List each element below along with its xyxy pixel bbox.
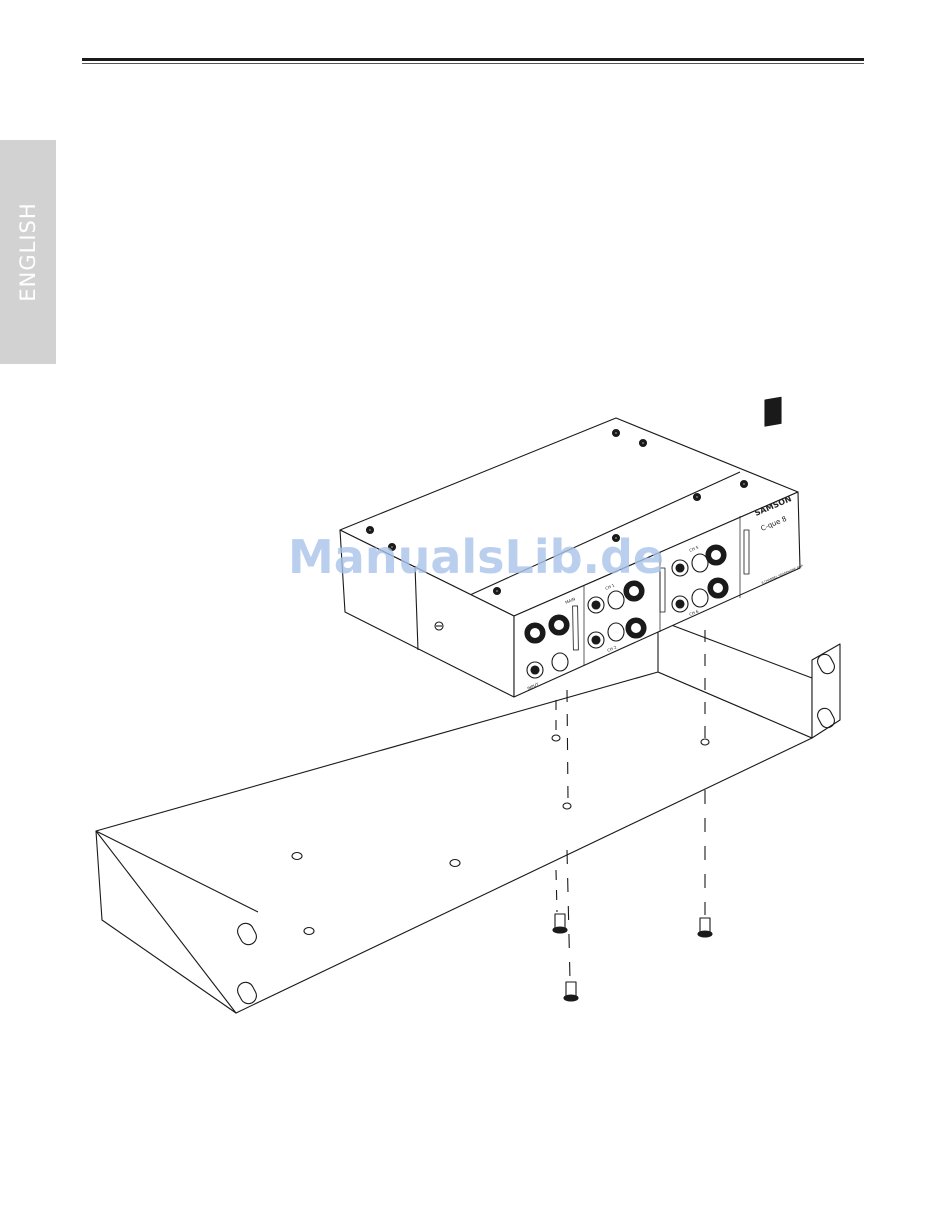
screw-icon xyxy=(553,914,712,1001)
power-switch xyxy=(765,397,781,426)
rack-shelf xyxy=(96,620,840,1013)
rack-ear-right xyxy=(812,644,840,738)
watermark: ManualsLib.de xyxy=(288,530,664,584)
rack-base-plate xyxy=(96,672,812,1013)
